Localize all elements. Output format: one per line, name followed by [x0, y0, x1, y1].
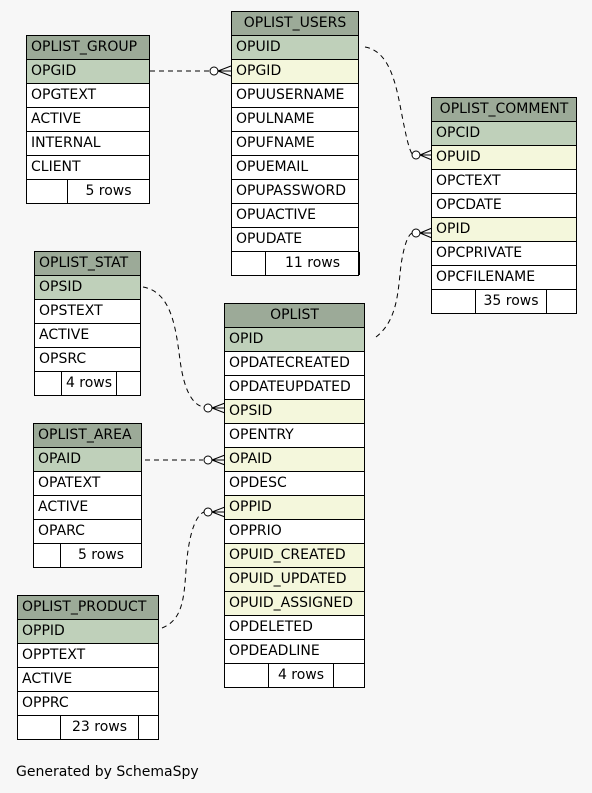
- column-row: OPDATECREATED: [225, 352, 364, 376]
- row-count: 11 rows: [265, 252, 360, 275]
- table-header: OPLIST_USERS: [232, 12, 358, 36]
- foreign-key-column: OPPID: [225, 496, 364, 520]
- rel-users-comment: [364, 46, 413, 155]
- rel-product-oplist: [161, 511, 205, 629]
- column-row: OPDESC: [225, 472, 364, 496]
- crowfoot-comment-opid: [419, 227, 433, 239]
- column-row: OPCTEXT: [432, 170, 576, 194]
- crowfoot-comment-opuid: [419, 149, 433, 161]
- column-row: OPPTEXT: [18, 644, 158, 668]
- table-header: OPLIST_GROUP: [27, 36, 149, 60]
- column-row: OPCDATE: [432, 194, 576, 218]
- table-header: OPLIST_PRODUCT: [18, 596, 158, 620]
- rel-end-comment-opuid: [411, 150, 421, 160]
- column-row: OPPRIO: [225, 520, 364, 544]
- row-count: 4 rows: [268, 664, 334, 687]
- column-row: OPPRC: [18, 692, 158, 716]
- column-row: ACTIVE: [27, 108, 149, 132]
- primary-key-column: OPSID: [35, 276, 140, 300]
- row-count-footer: 5 rows: [34, 544, 142, 567]
- column-row: OPUACTIVE: [232, 204, 358, 228]
- rel-end-comment-opid: [411, 228, 421, 238]
- foreign-key-column: OPID: [432, 218, 576, 242]
- column-row: OPDATEUPDATED: [225, 376, 364, 400]
- rel-end-oplist-oppid: [203, 507, 213, 517]
- primary-key-column: OPPID: [18, 620, 158, 644]
- table-header: OPLIST: [225, 304, 364, 328]
- column-row: OPCFILENAME: [432, 266, 576, 290]
- row-count: 5 rows: [60, 544, 142, 567]
- column-row: OPUFNAME: [232, 132, 358, 156]
- rel-end-users-opgid: [209, 66, 219, 76]
- crowfoot-users-opgid: [217, 65, 232, 77]
- column-row: OPUPASSWORD: [232, 180, 358, 204]
- column-row: OPCPRIVATE: [432, 242, 576, 266]
- row-count-footer: 23 rows: [18, 716, 158, 739]
- table-header: OPLIST_COMMENT: [432, 98, 576, 122]
- crowfoot-oplist-opsid: [211, 402, 226, 414]
- foreign-key-column: OPAID: [225, 448, 364, 472]
- primary-key-column: OPAID: [34, 448, 141, 472]
- table-header: OPLIST_STAT: [35, 252, 140, 276]
- column-row: OPUEMAIL: [232, 156, 358, 180]
- column-row: OPGTEXT: [27, 84, 149, 108]
- column-row: ACTIVE: [18, 668, 158, 692]
- foreign-key-column: OPUID_UPDATED: [225, 568, 364, 592]
- generated-by-label: Generated by SchemaSpy: [16, 764, 199, 780]
- column-row: OPDEADLINE: [225, 640, 364, 664]
- column-row: OPSTEXT: [35, 300, 140, 324]
- crowfoot-oplist-oppid: [211, 506, 226, 518]
- row-count: 35 rows: [475, 290, 547, 313]
- column-row: ACTIVE: [35, 324, 140, 348]
- foreign-key-column: OPUID_CREATED: [225, 544, 364, 568]
- column-row: OPDELETED: [225, 616, 364, 640]
- foreign-key-column: OPSID: [225, 400, 364, 424]
- rel-end-oplist-opsid: [203, 403, 213, 413]
- primary-key-column: OPCID: [432, 122, 576, 146]
- row-count: 5 rows: [67, 180, 150, 203]
- column-row: OPATEXT: [34, 472, 141, 496]
- row-count-footer: 5 rows: [27, 180, 150, 203]
- column-row: OPUDATE: [232, 228, 358, 252]
- foreign-key-column: OPUID_ASSIGNED: [225, 592, 364, 616]
- column-row: OPARC: [34, 520, 141, 544]
- primary-key-column: OPGID: [27, 60, 149, 84]
- column-row: OPUUSERNAME: [232, 84, 358, 108]
- crowfoot-oplist-opaid: [211, 454, 226, 466]
- column-row: CLIENT: [27, 156, 149, 180]
- rel-stat-oplist: [142, 286, 204, 408]
- primary-key-column: OPID: [225, 328, 364, 352]
- row-count-footer: 35 rows: [432, 290, 576, 313]
- table-header: OPLIST_AREA: [34, 424, 141, 448]
- rel-oplist-comment: [375, 232, 413, 338]
- foreign-key-column: OPGID: [232, 60, 358, 84]
- column-row: OPENTRY: [225, 424, 364, 448]
- column-row: ACTIVE: [34, 496, 141, 520]
- column-row: OPSRC: [35, 348, 140, 372]
- primary-key-column: OPUID: [232, 36, 358, 60]
- foreign-key-column: OPUID: [432, 146, 576, 170]
- column-row: INTERNAL: [27, 132, 149, 156]
- row-count-footer: 4 rows: [35, 372, 140, 395]
- row-count-footer: 11 rows: [232, 252, 360, 275]
- row-count: 4 rows: [61, 372, 117, 395]
- rel-end-oplist-opaid: [203, 455, 213, 465]
- row-count-footer: 4 rows: [225, 664, 364, 687]
- column-row: OPULNAME: [232, 108, 358, 132]
- row-count: 23 rows: [60, 716, 139, 739]
